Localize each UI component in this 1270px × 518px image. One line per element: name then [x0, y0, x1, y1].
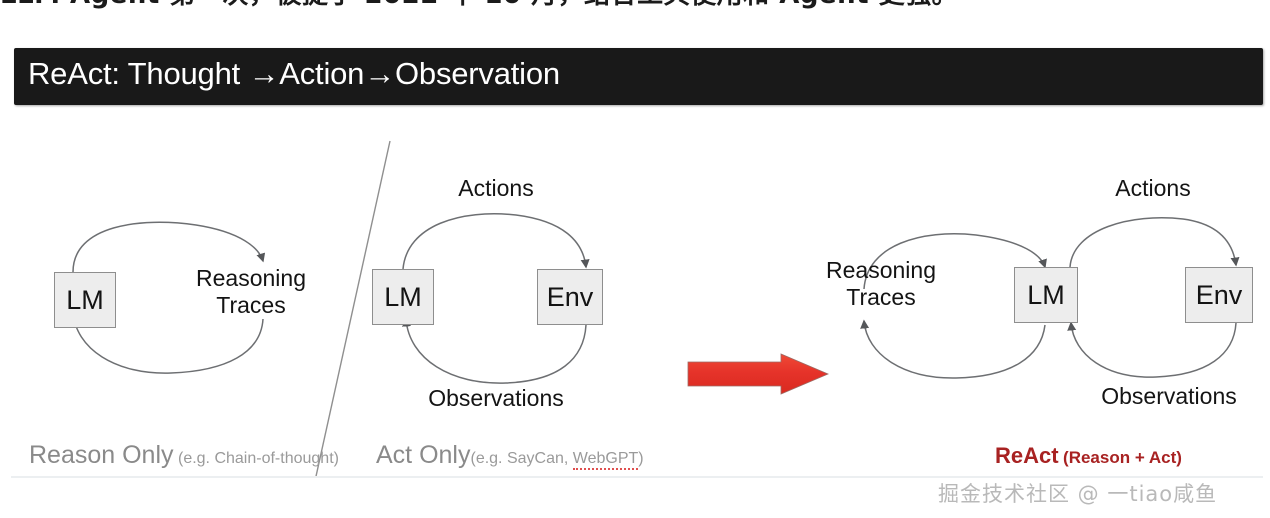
act-only-lm-label: LM — [384, 281, 422, 312]
react-lm-label: LM — [1027, 279, 1065, 310]
react-reasoning-traces-line-1: Reasoning — [826, 257, 936, 283]
react-observations-arc — [1067, 321, 1237, 378]
transition-arrow-shape — [687, 353, 829, 395]
react-actions-arc — [1069, 217, 1240, 268]
react-caption-sub: (Reason + Act) — [1063, 448, 1182, 467]
slide-title-banner: ReAct: Thought →Action→Observation — [14, 48, 1263, 105]
act-only-env-node[interactable]: Env — [537, 269, 603, 325]
react-actions-label: Actions — [1115, 175, 1191, 201]
reason-only-caption-main: Reason Only — [29, 441, 174, 469]
act-only-caption-sub-suffix: ) — [638, 450, 644, 467]
react-reasoning-traces-label: Reasoning Traces — [811, 257, 951, 311]
page-headline: LLM Agent 第一次，被提于 2022 年 10 月，结合工具使用和 Ag… — [0, 0, 1270, 12]
react-reasoning-traces-line-2: Traces — [846, 284, 916, 311]
reasoning-traces-line-1: Reasoning — [196, 265, 306, 291]
act-only-env-label: Env — [546, 281, 594, 312]
reasoning-traces-line-2: Traces — [216, 292, 286, 319]
reason-only-reasoning-traces-label: Reasoning Traces — [181, 265, 321, 319]
act-only-actions-label: Actions — [458, 175, 534, 201]
diagram-vector-layer — [68, 140, 1240, 476]
act-only-observations-arc — [402, 317, 587, 384]
transition-arrow — [687, 353, 829, 395]
act-only-caption-main: Act Only — [376, 441, 471, 469]
act-only-observations-label: Observations — [428, 385, 564, 411]
reason-only-lm-label: LM — [66, 284, 104, 315]
reason-only-caption: Reason Only (e.g. Chain-of-thought) — [29, 441, 339, 470]
react-env-label: Env — [1195, 279, 1243, 310]
act-only-actions-arc — [402, 213, 590, 270]
act-only-caption-sub-prefix: (e.g. SayCan, — [470, 450, 573, 467]
reason-only-top-arc — [72, 221, 266, 273]
react-env-node[interactable]: Env — [1185, 267, 1253, 323]
reason-only-lm-node[interactable]: LM — [54, 272, 116, 328]
react-reasoning-bottom-arc — [860, 319, 1046, 379]
act-only-lm-node[interactable]: LM — [372, 269, 434, 325]
react-reasoning-top-arc — [863, 233, 1047, 290]
watermark: 掘金技术社区 @ 一tiao咸鱼 — [938, 482, 1218, 506]
act-only-caption: Act Only(e.g. SayCan, WebGPT) — [376, 441, 644, 470]
slide-card: ReAct: Thought →Action→Observation — [11, 34, 1263, 478]
slide-title: ReAct: Thought →Action→Observation — [28, 56, 560, 91]
panel-divider-line — [315, 140, 391, 476]
reason-only-bottom-arc — [68, 309, 264, 374]
react-diagram: LM Reasoning Traces Reason Only (e.g. Ch… — [11, 105, 1263, 476]
act-only-caption-sub-misspelled-word: WebGPT — [572, 450, 639, 470]
react-observations-label: Observations — [1101, 383, 1237, 409]
reason-only-caption-sub: (e.g. Chain-of-thought) — [177, 450, 339, 467]
react-lm-node[interactable]: LM — [1014, 267, 1078, 323]
react-caption-main: ReAct — [995, 443, 1059, 468]
react-caption: ReAct (Reason + Act) — [995, 443, 1182, 469]
